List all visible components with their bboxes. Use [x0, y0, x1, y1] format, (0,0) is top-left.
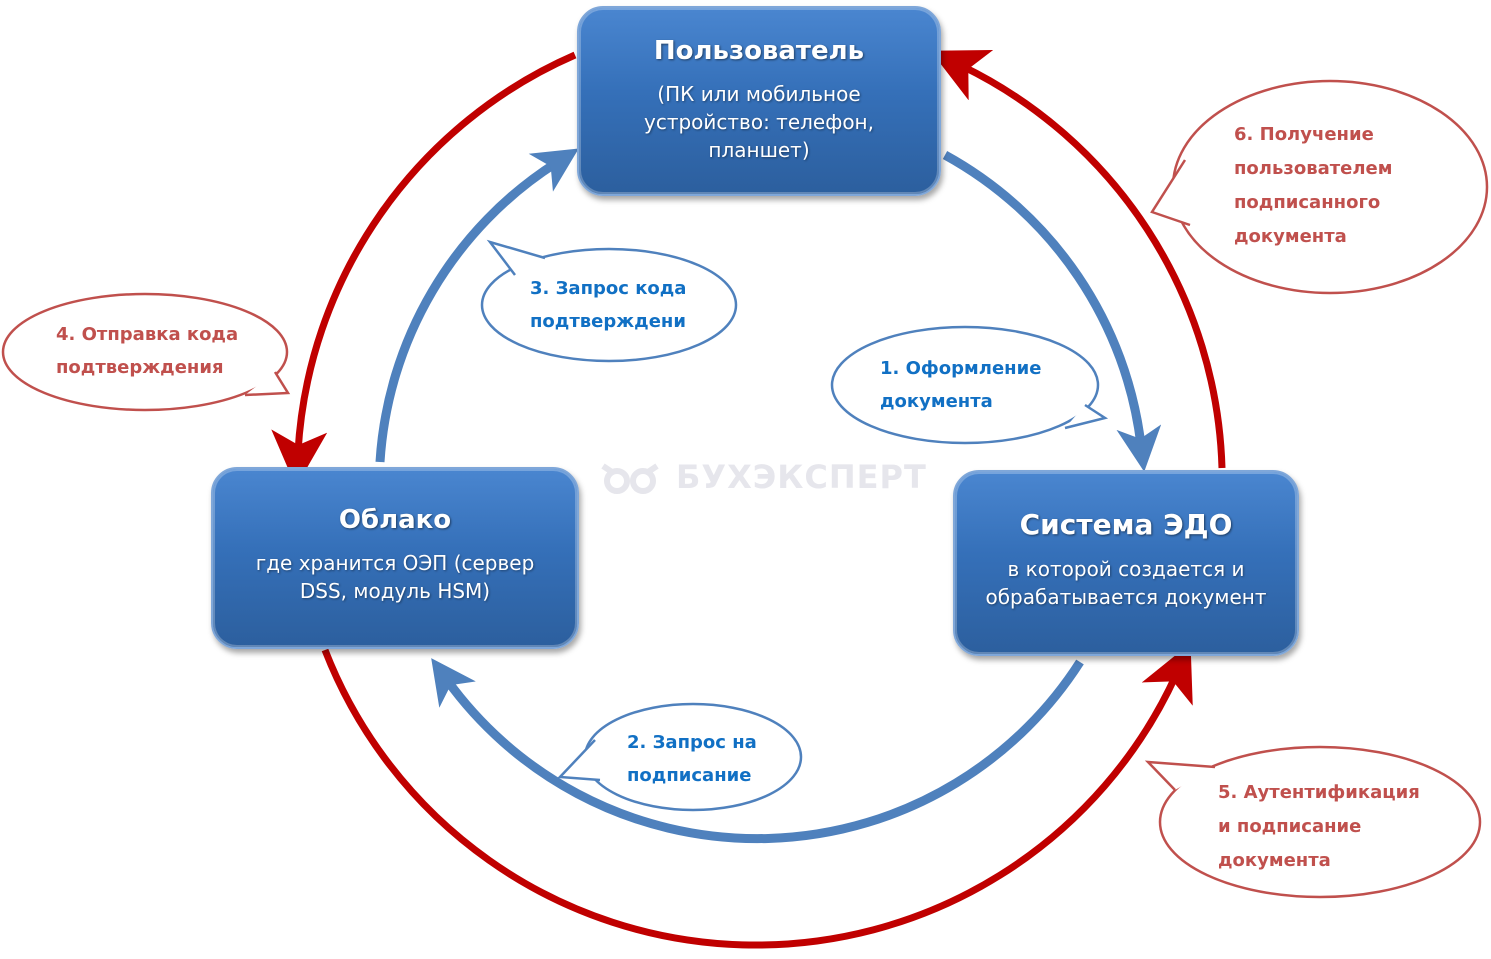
node-edo-subtitle: в которой создается и обрабатывается док… — [985, 557, 1267, 609]
node-cloud: Облако где хранится ОЭП (сервер DSS, мод… — [211, 467, 579, 649]
blue-arrow-cloud-to-user — [375, 148, 579, 463]
red-arrow-cloud-to-edo — [321, 643, 1193, 949]
watermark-owl-icon — [601, 463, 659, 494]
blue-arrow-edo-to-cloud — [431, 658, 1084, 844]
node-user-subtitle: (ПК или мобильное устройство: телефон, п… — [644, 82, 874, 162]
red-arrow-user-to-cloud — [271, 51, 577, 487]
node-edo: Система ЭДО в которой создается и обраба… — [953, 470, 1299, 656]
node-edo-title: Система ЭДО — [1019, 508, 1233, 541]
node-cloud-subtitle: где хранится ОЭП (сервер DSS, модуль HSM… — [255, 551, 535, 603]
watermark-text: БУХЭКСПЕРТ — [676, 458, 927, 496]
node-user: Пользователь (ПК или мобильное устройств… — [577, 6, 941, 196]
node-user-title: Пользователь — [653, 36, 865, 66]
blue-arrow-user-to-edo — [942, 151, 1162, 472]
node-cloud-title: Облако — [338, 505, 452, 535]
red-arrow-edo-to-user — [930, 50, 1226, 469]
